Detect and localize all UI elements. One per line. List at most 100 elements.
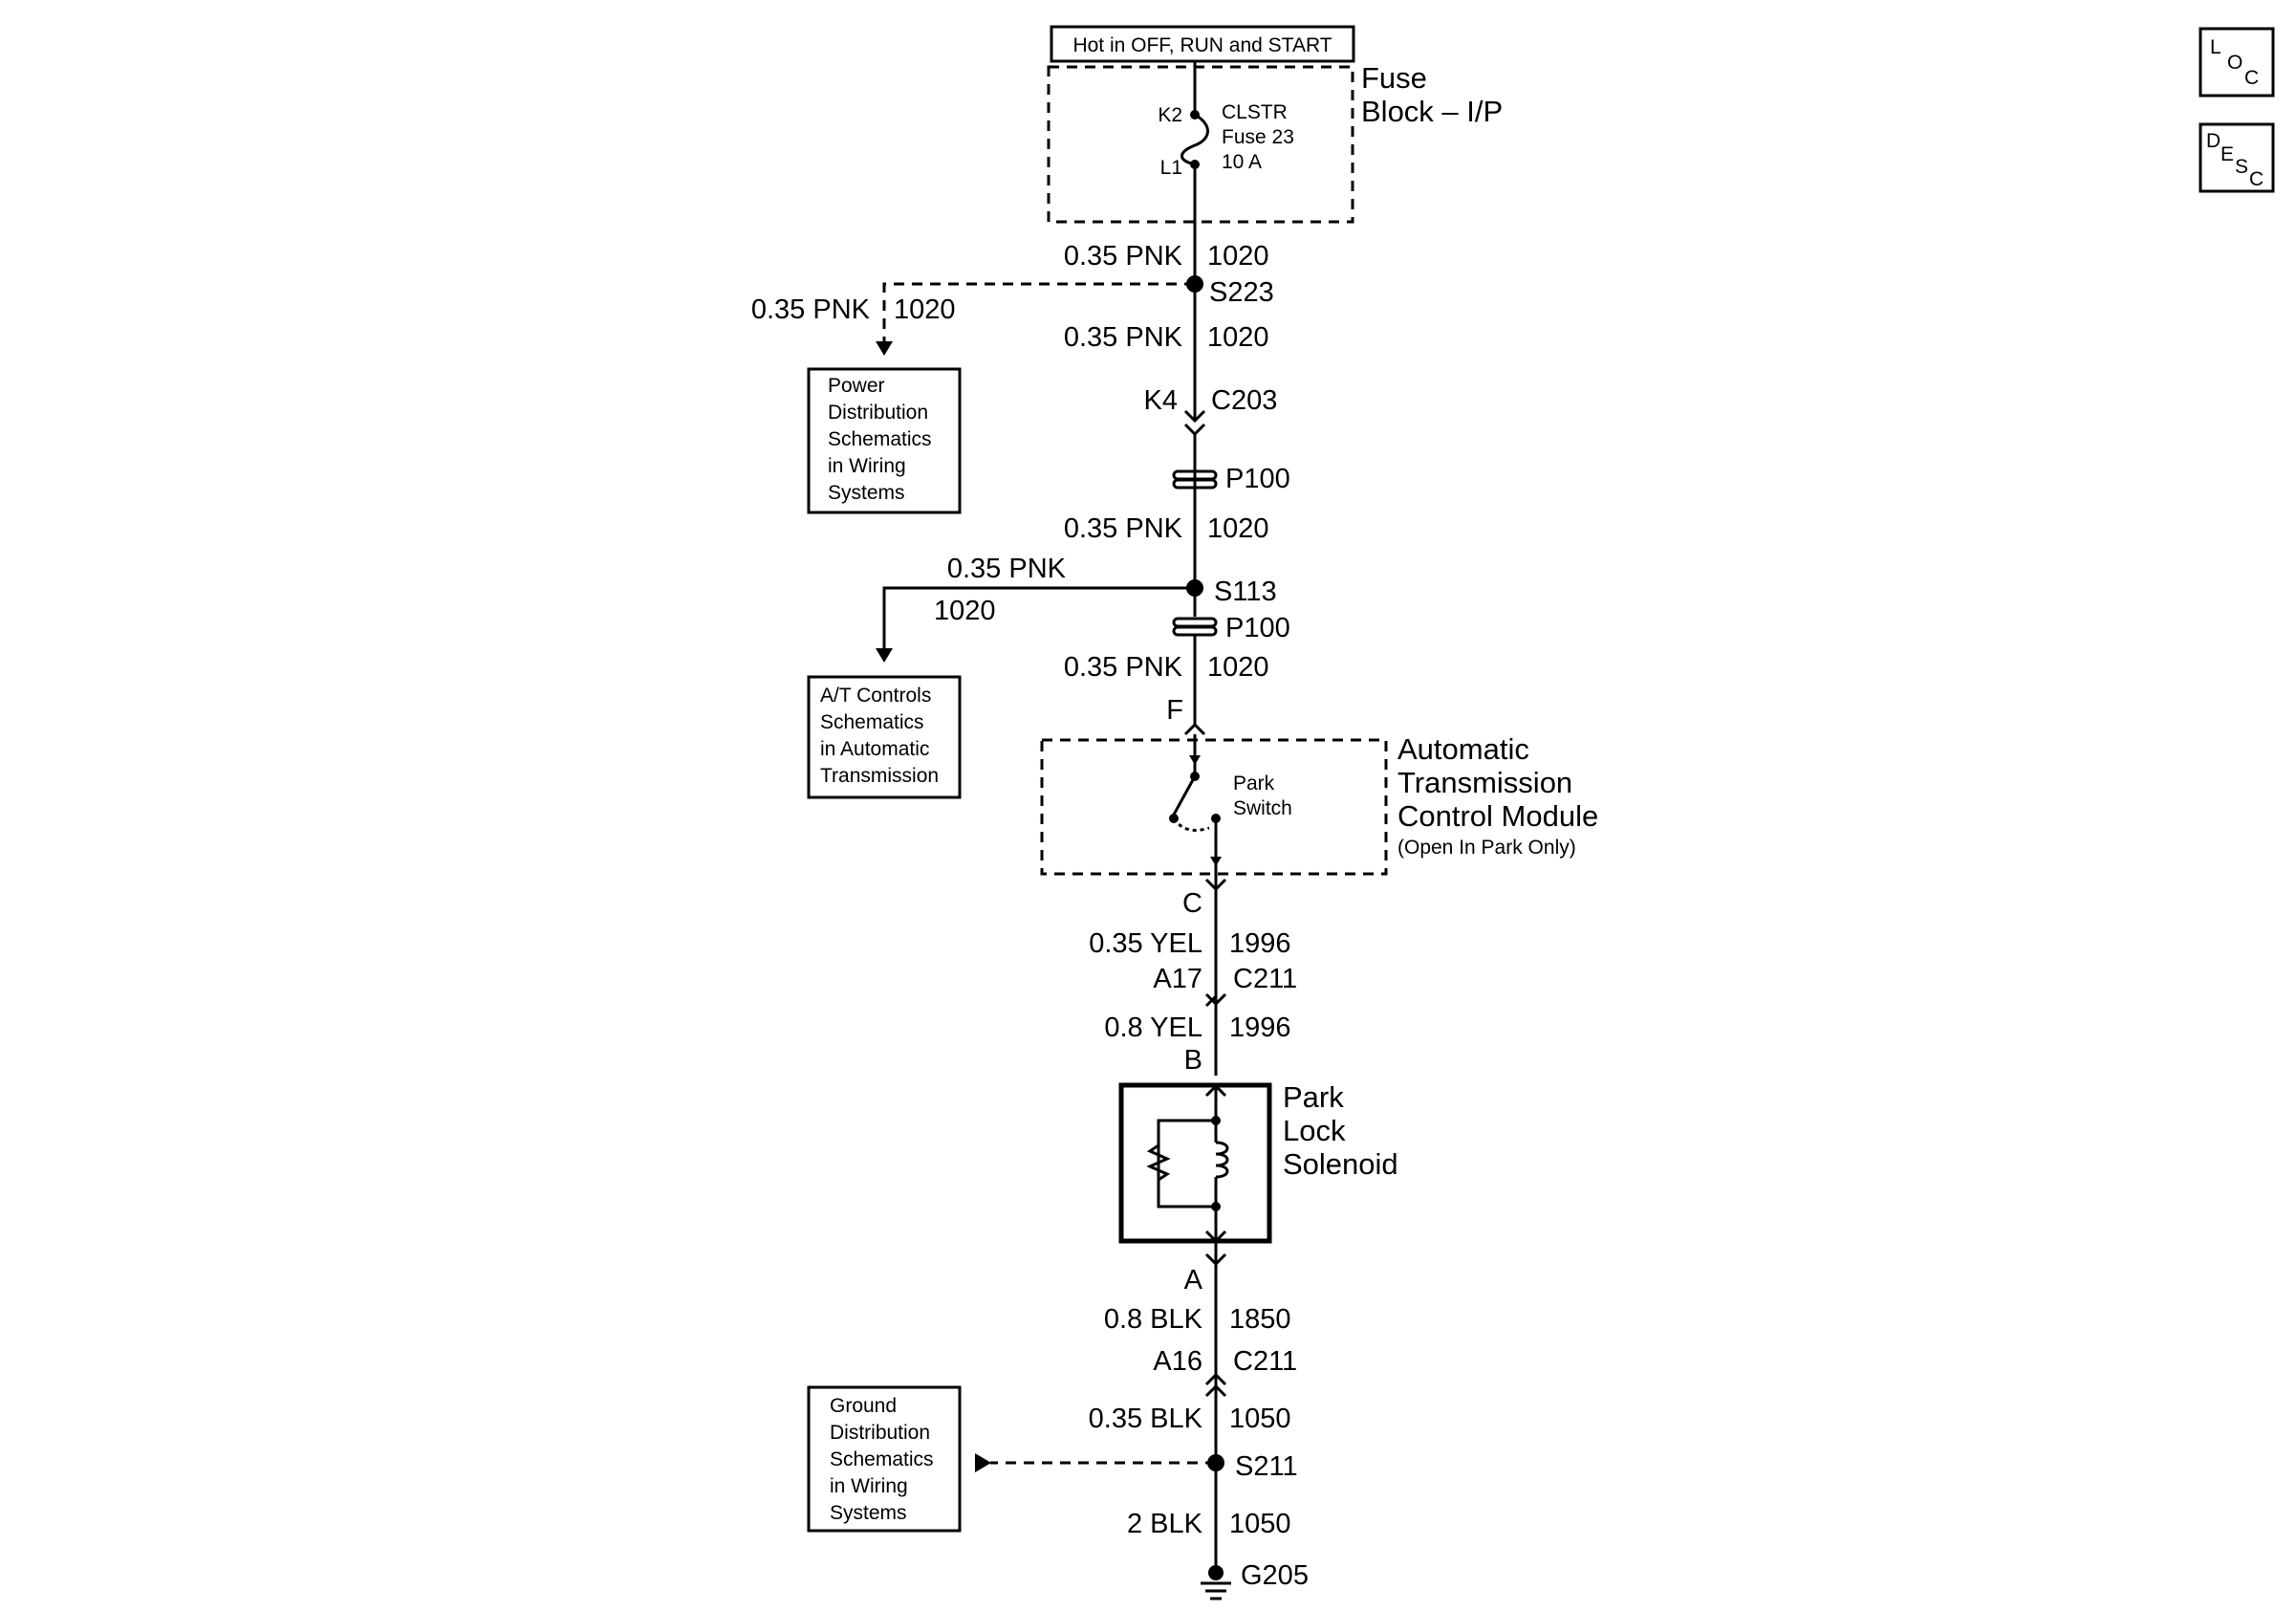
wire4-gauge: 0.35 PNK [1064,652,1183,683]
branch1-circuit: 1020 [894,294,956,325]
fuse-block-label-2: Block – I/P [1361,95,1503,128]
solenoid-title-2: Lock [1283,1114,1346,1147]
desc-letter-e: E [2220,143,2234,165]
at-ref-line-4: Transmission [820,765,939,787]
connector-c211-a17-icon [1204,992,1227,1008]
switch-linkage-icon [1172,817,1210,832]
switch-out-arrow-icon [1210,857,1222,866]
passthrough-p100-b-icon-2 [1172,625,1218,637]
c203-pin: K4 [1144,385,1178,416]
wire9-gauge: 2 BLK [1127,1509,1203,1539]
wire1-gauge: 0.35 PNK [1064,241,1183,272]
ground-ref-line-3: Schematics [830,1448,934,1470]
wire6-circuit: 1996 [1229,1012,1291,1043]
tcm-title-1: Automatic [1397,732,1529,766]
fuse-number: Fuse 23 [1222,126,1294,148]
branch2-gauge: 0.35 PNK [947,554,1067,584]
desc-letter-s: S [2235,156,2248,178]
wire6-gauge: 0.8 YEL [1104,1012,1202,1043]
solenoid-title-3: Solenoid [1283,1147,1398,1181]
c203-name: C203 [1211,385,1277,416]
ground-ref-line-2: Distribution [830,1422,930,1444]
tcm-title-3: Control Module [1397,799,1598,833]
desc-letter-c: C [2249,168,2264,190]
branch-power-wire [882,282,1195,344]
coil-icon [1215,1141,1229,1179]
tcm-pin-c-connector-icon [1204,878,1227,892]
loc-letter-c: C [2244,67,2259,89]
at-ref-line-1: A/T Controls [820,685,931,707]
ground-label: G205 [1241,1560,1309,1591]
park-switch-label-1: Park [1233,773,1275,795]
solenoid-resistor-loop [1157,1119,1216,1208]
wire2-gauge: 0.35 PNK [1064,322,1183,353]
solenoid-title-1: Park [1283,1080,1344,1114]
fuse-pin-l1: L1 [1160,157,1182,179]
splice-s113-label: S113 [1214,577,1277,607]
ground-ref-line-1: Ground [830,1395,897,1417]
branch1-gauge: 0.35 PNK [751,294,871,325]
park-switch-label-2: Switch [1233,797,1292,819]
fuse-block-label-1: Fuse [1361,61,1427,95]
hot-label: Hot in OFF, RUN and START [1072,34,1332,56]
c211-a16-name: C211 [1233,1346,1297,1377]
wire5-gauge: 0.35 YEL [1089,928,1202,959]
park-switch-blade-icon [1172,775,1197,816]
loc-letter-l: L [2210,36,2221,58]
at-arrow-icon [876,648,893,663]
loc-letter-o: O [2227,52,2242,74]
wire7-circuit: 1850 [1229,1304,1291,1335]
fuse-icon [1180,113,1209,166]
passthrough-p100-b-icon [1172,617,1218,628]
wire3-gauge: 0.35 PNK [1064,513,1183,544]
power-ref-line-1: Power [828,375,885,397]
resistor-icon [1146,1143,1171,1182]
splice-s211-label: S211 [1235,1451,1298,1482]
ground-ref-box[interactable] [807,1385,962,1533]
wire4-circuit: 1020 [1207,652,1269,683]
power-ref-box[interactable] [807,367,962,514]
c211-a16-pin: A16 [1153,1346,1202,1377]
wire5-circuit: 1996 [1229,928,1291,959]
tcm-pin-f: F [1166,695,1183,726]
wire2-circuit: 1020 [1207,322,1269,353]
wire3-circuit: 1020 [1207,513,1269,544]
tcm-title-2: Transmission [1397,766,1572,799]
desc-letter-d: D [2206,130,2220,152]
power-ref-line-3: Schematics [828,428,932,450]
fuse-rating: 10 A [1222,151,1262,173]
solenoid-pin-a: A [1184,1265,1203,1295]
power-ref-line-4: in Wiring [828,455,906,477]
tcm-note: (Open In Park Only) [1397,837,1576,859]
ground-arrow-icon [975,1453,991,1472]
hot-label-box [1050,25,1355,63]
loc-icon[interactable]: L O C [2199,27,2275,98]
branch-at-wire [882,586,1195,650]
tcm-pin-c: C [1182,888,1202,919]
switch-arrow-icon [1189,755,1201,765]
ground-ref-line-4: in Wiring [830,1475,908,1497]
at-ref-line-3: in Automatic [820,738,929,760]
wire1-circuit: 1020 [1207,241,1269,272]
at-ref-line-2: Schematics [820,711,924,733]
wire8-gauge: 0.35 BLK [1089,1404,1203,1434]
passthrough-p100-a-icon-2 [1172,478,1218,490]
ground-node [1208,1565,1224,1580]
fuse-name: CLSTR [1222,101,1288,123]
wire9-circuit: 1050 [1229,1509,1291,1539]
p100-a-label: P100 [1225,464,1290,494]
solenoid-box [1118,1082,1272,1244]
desc-icon[interactable]: D E S C [2199,122,2275,193]
c211-a17-pin: A17 [1153,964,1202,994]
tcm-pin-f-connector-icon [1183,722,1206,736]
fuse-block-outline [1047,65,1354,224]
wire8-circuit: 1050 [1229,1404,1291,1434]
power-ref-line-5: Systems [828,482,905,504]
branch2-circuit: 1020 [934,596,996,626]
connector-c211-a16-icon [1204,1372,1227,1398]
power-arrow-icon [876,341,893,356]
at-ref-box[interactable] [807,675,962,799]
p100-b-label: P100 [1225,613,1290,643]
fuse-pin-k2: K2 [1158,104,1182,126]
